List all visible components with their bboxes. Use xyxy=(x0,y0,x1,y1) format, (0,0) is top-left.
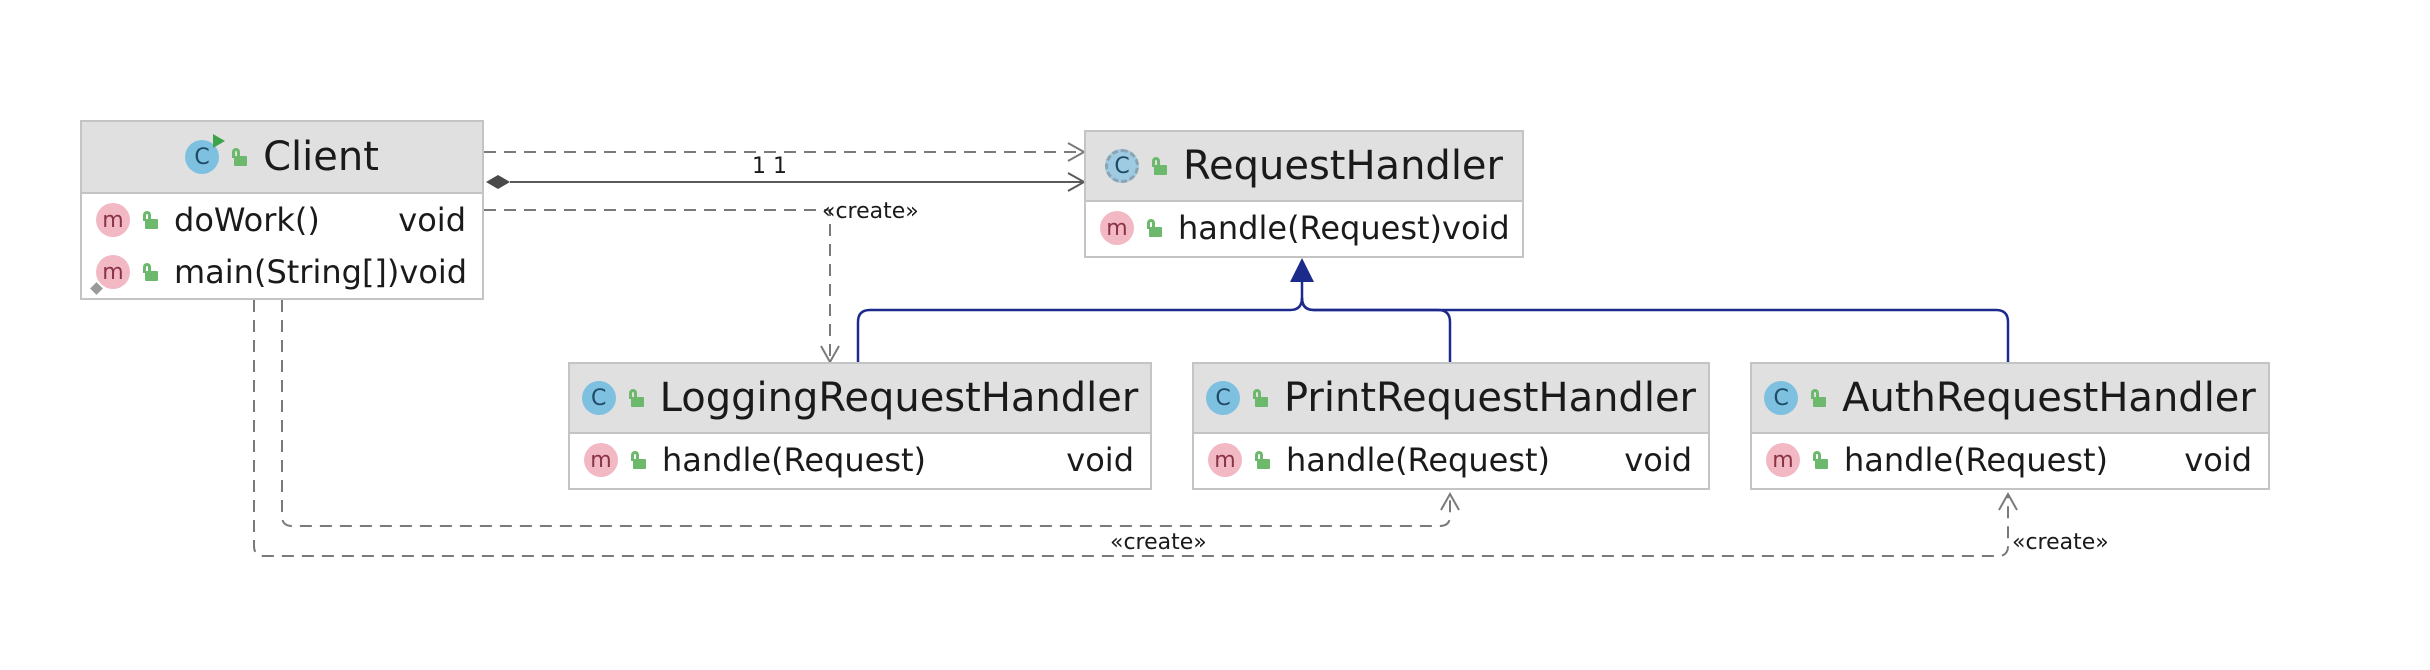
public-lock-icon xyxy=(628,389,646,407)
class-icon: C xyxy=(1206,381,1240,415)
class-print-request-handler[interactable]: C PrintRequestHandler m handle(Request) … xyxy=(1192,362,1710,490)
create-label-auth: «create» xyxy=(2012,530,2109,555)
create-label-logging: «create» xyxy=(822,199,919,224)
class-print-request-handler-header[interactable]: C PrintRequestHandler xyxy=(1194,364,1708,434)
method-name: main(String[]) xyxy=(174,253,400,291)
inheritance-arrowhead xyxy=(1290,258,1314,282)
class-auth-request-handler[interactable]: C AuthRequestHandler m handle(Request) v… xyxy=(1750,362,2270,490)
class-client-header[interactable]: C Client xyxy=(82,122,482,194)
class-auth-request-handler-header[interactable]: C AuthRequestHandler xyxy=(1752,364,2268,434)
create-edge-client-logging xyxy=(484,209,840,365)
method-return-type: void xyxy=(1442,209,1510,247)
class-logging-request-handler-header[interactable]: C LoggingRequestHandler xyxy=(570,364,1150,434)
method-row[interactable]: m handle(Request) void xyxy=(1194,434,1708,486)
class-logging-request-handler[interactable]: C LoggingRequestHandler m handle(Request… xyxy=(568,362,1152,490)
method-icon: m xyxy=(96,203,130,237)
public-lock-icon xyxy=(630,451,648,469)
method-row[interactable]: m handle(Request) void xyxy=(570,434,1150,486)
public-lock-icon xyxy=(1254,451,1272,469)
method-name: handle(Request) xyxy=(1178,209,1443,247)
multiplicity-label: 1 1 xyxy=(752,154,787,179)
method-icon: m xyxy=(1208,443,1242,477)
class-name: PrintRequestHandler xyxy=(1284,375,1696,421)
method-return-type: void xyxy=(398,201,466,239)
public-lock-icon xyxy=(1812,451,1830,469)
public-lock-icon xyxy=(1151,157,1169,175)
class-name: RequestHandler xyxy=(1183,143,1503,189)
inheritance-edges xyxy=(856,282,2010,362)
create-label-print: «create» xyxy=(1110,530,1207,555)
public-lock-icon xyxy=(231,148,249,166)
public-lock-icon xyxy=(1252,389,1270,407)
method-name: doWork() xyxy=(174,201,320,239)
class-client[interactable]: C Client m doWork() void m main(String[]… xyxy=(80,120,484,300)
method-row[interactable]: m main(String[]) void xyxy=(82,246,482,298)
method-name: handle(Request) xyxy=(662,441,927,479)
method-return-type: void xyxy=(2184,441,2252,479)
class-icon: C xyxy=(185,134,226,174)
method-icon: m xyxy=(1100,211,1134,245)
class-name: AuthRequestHandler xyxy=(1842,375,2256,421)
method-return-type: void xyxy=(1066,441,1134,479)
abstract-class-icon: C xyxy=(1105,149,1139,183)
create-edge-client-auth xyxy=(253,300,2018,557)
method-icon: m xyxy=(1766,443,1800,477)
method-row[interactable]: m handle(Request) void xyxy=(1086,202,1522,254)
method-row[interactable]: m doWork() void xyxy=(82,194,482,246)
method-return-type: void xyxy=(399,253,468,291)
class-request-handler[interactable]: C RequestHandler m handle(Request) void xyxy=(1084,130,1524,258)
runnable-badge-icon xyxy=(213,134,226,148)
static-marker-icon xyxy=(90,282,103,295)
method-return-type: void xyxy=(1624,441,1692,479)
public-lock-icon xyxy=(142,263,160,281)
public-lock-icon xyxy=(1810,389,1828,407)
static-method-icon: m xyxy=(90,255,130,295)
method-name: handle(Request) xyxy=(1844,441,2109,479)
method-row[interactable]: m handle(Request) void xyxy=(1752,434,2268,486)
method-name: handle(Request) xyxy=(1286,441,1551,479)
method-icon: m xyxy=(584,443,618,477)
create-edge-client-print xyxy=(281,300,1460,527)
class-icon: C xyxy=(581,381,616,415)
class-name: LoggingRequestHandler xyxy=(659,375,1139,421)
public-lock-icon xyxy=(1146,219,1164,237)
class-icon: C xyxy=(1764,381,1799,415)
class-name: Client xyxy=(263,134,379,180)
class-request-handler-header[interactable]: C RequestHandler xyxy=(1086,132,1522,202)
public-lock-icon xyxy=(142,211,160,229)
